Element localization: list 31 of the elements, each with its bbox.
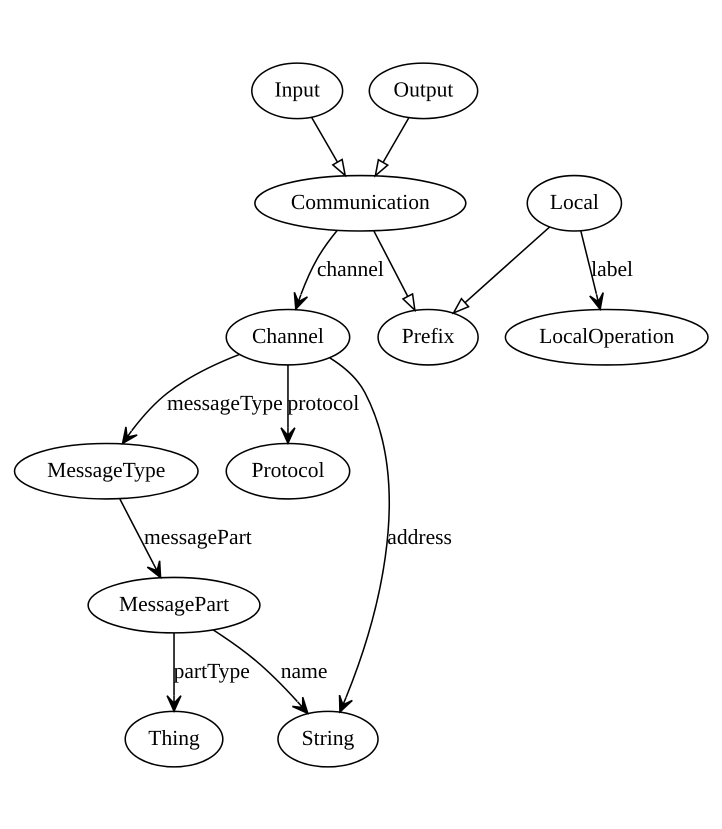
node-ellipse: Protocol xyxy=(225,442,350,500)
node-ellipse: Channel xyxy=(225,308,350,366)
edge-label: messageType xyxy=(166,390,283,414)
arrow xyxy=(452,226,550,314)
node-ellipse: Thing xyxy=(124,710,224,768)
edge-label: channel xyxy=(316,256,384,280)
arrow xyxy=(374,116,410,178)
edge-label: name xyxy=(280,658,328,682)
node-ellipse: Communication xyxy=(254,174,467,232)
arrow xyxy=(580,230,604,310)
edge-label: label xyxy=(591,256,634,280)
node-ellipse: Local xyxy=(526,174,622,232)
node-ellipse: String xyxy=(277,710,379,768)
arrow xyxy=(294,230,338,310)
edge-label: address xyxy=(387,524,452,548)
node-ellipse: Prefix xyxy=(377,308,479,366)
arrow xyxy=(119,498,162,578)
arrow xyxy=(329,356,390,712)
node-ellipse: LocalOperation xyxy=(504,308,709,366)
arrow xyxy=(373,230,416,312)
node-ellipse: MessagePart xyxy=(87,576,261,634)
arrow xyxy=(122,354,240,444)
arrow xyxy=(280,364,296,444)
node-ellipse: Output xyxy=(368,62,478,119)
arrow xyxy=(212,628,309,714)
node-ellipse: MessageType xyxy=(14,442,199,500)
arrow xyxy=(166,632,182,712)
node-ellipse: Input xyxy=(251,62,344,119)
edge-label: messagePart xyxy=(144,524,252,548)
edge-label: protocol xyxy=(287,390,360,414)
arrow xyxy=(310,116,346,178)
